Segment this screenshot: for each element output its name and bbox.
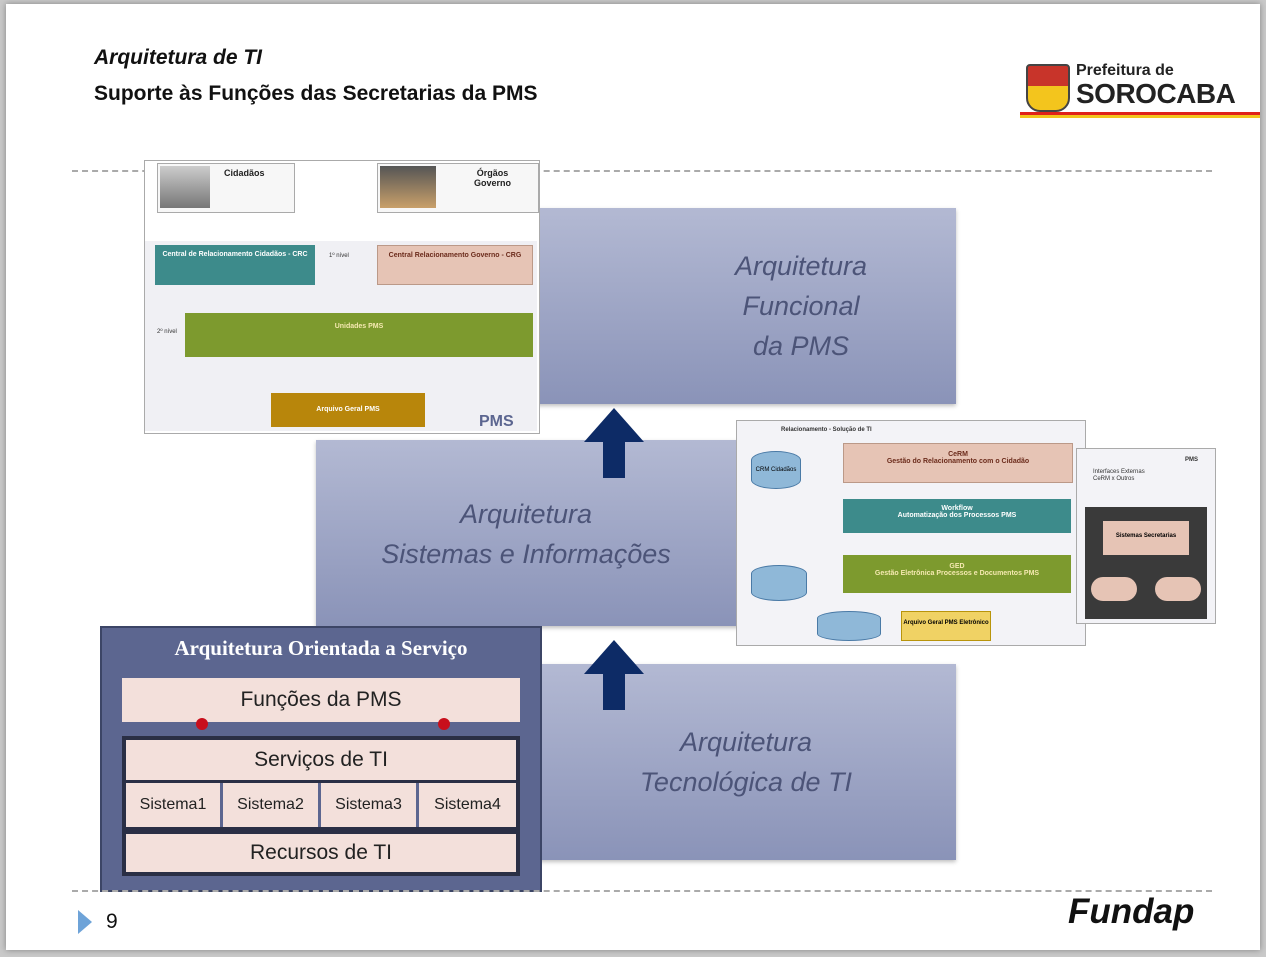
crest-icon [1026, 64, 1070, 112]
prefeitura-logo: Prefeitura de SOROCABA [1020, 60, 1260, 124]
orgaos-box: Órgãos Governo [377, 163, 539, 213]
ti-diagram-header: Relacionamento - Solução de TI [781, 427, 872, 433]
archive-database-icon [817, 611, 881, 641]
sistema-box: Sistema3 [321, 783, 419, 827]
page-marker-icon [78, 910, 92, 934]
orgaos-label-2: Governo [474, 178, 512, 188]
cidadaos-label: Cidadãos [224, 168, 265, 178]
band-tecnologica: Arquitetura Tecnológica de TI [536, 664, 956, 860]
workflow-box: Workflow Automatização dos Processos PMS [843, 499, 1071, 533]
sistema-box: Sistema4 [419, 783, 516, 827]
side-dark-box: Sistemas Secretarias [1085, 507, 1207, 619]
soa-block: Arquitetura Orientada a Serviço Funções … [100, 626, 542, 892]
process-database-icon [751, 565, 807, 601]
band-funcional-line1: Arquitetura [734, 251, 868, 281]
side-pms-badge: PMS [1185, 457, 1199, 463]
fundap-logo: Fundap [1068, 892, 1195, 931]
up-arrow-icon [584, 640, 644, 674]
band-sistemas-line2: Sistemas e Informações [381, 539, 671, 569]
ged-label: GED [949, 563, 965, 570]
crg-box: Central Relacionamento Governo - CRG [377, 245, 533, 285]
servicos-box: Serviços de TI [126, 740, 516, 780]
workflow-label: Workflow [941, 505, 973, 512]
sistema-box: Sistema1 [126, 783, 223, 827]
slide: Arquitetura de TI Suporte às Funções das… [6, 4, 1260, 950]
crc-box: Central de Relacionamento Cidadãos - CRC [155, 245, 315, 285]
people-photo-icon [160, 166, 210, 208]
pms-badge: PMS [479, 413, 514, 430]
arquivo-eletronico-box: Arquivo Geral PMS Eletrônico [901, 611, 991, 641]
sistemas-secretarias-box: Sistemas Secretarias [1103, 521, 1189, 555]
crm-label: CeRM [948, 451, 968, 458]
workflow-sublabel: Automatização dos Processos PMS [897, 512, 1017, 519]
sistema-box: Sistema2 [223, 783, 321, 827]
ged-sublabel: Gestão Eletrônica Processos e Documentos… [874, 570, 1040, 577]
logo-line2: SOROCABA [1076, 78, 1236, 109]
orgaos-label-1: Órgãos [476, 168, 509, 178]
cidadaos-box: Cidadãos [157, 163, 295, 213]
band-sistemas-line1: Arquitetura [459, 499, 593, 529]
nivel2-label: 2º nível [157, 329, 177, 335]
page-number: 9 [106, 910, 118, 933]
soa-title: Arquitetura Orientada a Serviço [174, 636, 468, 660]
band-funcional-line2: Funcional [742, 291, 860, 321]
ged-box: GED Gestão Eletrônica Processos e Docume… [843, 555, 1071, 593]
connector-dot [438, 718, 450, 730]
meeting-photo-icon [380, 166, 436, 208]
band-funcional-line3: da PMS [752, 331, 850, 361]
orgaos-label: Órgãos Governo [474, 168, 511, 188]
up-arrow-icon [584, 408, 644, 442]
side-pill-right [1155, 577, 1201, 601]
band-tecnologica-line1: Arquitetura [679, 727, 813, 757]
unidades-box: Unidades PMS [185, 313, 533, 357]
ti-diagram: Relacionamento - Solução de TI CRM Cidad… [736, 420, 1086, 646]
logo-stripe [1020, 112, 1260, 118]
band-tecnologica-line2: Tecnológica de TI [639, 767, 853, 797]
funcoes-box: Funções da PMS [122, 678, 520, 722]
nivel1-label: 1º nível [329, 253, 349, 259]
band-sistemas-text: Arquitetura Sistemas e Informações [346, 494, 706, 574]
crm-box: CeRM Gestão do Relacionamento com o Cida… [843, 443, 1073, 483]
divider-top [72, 170, 1212, 172]
crm-database-icon: CRM Cidadãos [751, 451, 801, 489]
recursos-box: Recursos de TI [126, 834, 516, 872]
slide-title: Arquitetura de TI [94, 46, 263, 69]
band-funcional-text: Arquitetura Funcional da PMS [646, 246, 956, 366]
crm-sublabel: Gestão do Relacionamento com o Cidadão [886, 458, 1030, 465]
arquivo-box: Arquivo Geral PMS [271, 393, 425, 427]
logo-line1: Prefeitura de [1076, 62, 1174, 79]
connector-dot [196, 718, 208, 730]
up-arrow-stem [603, 440, 625, 478]
side-interfaces-label: Interfaces Externas CeRM x Outros [1093, 469, 1145, 482]
ti-side-panel: PMS Interfaces Externas CeRM x Outros Si… [1076, 448, 1216, 624]
side-pill-left [1091, 577, 1137, 601]
up-arrow-stem [603, 672, 625, 710]
band-tecnologica-text: Arquitetura Tecnológica de TI [596, 722, 896, 802]
slide-subtitle: Suporte às Funções das Secretarias da PM… [94, 82, 538, 105]
pms-diagram: Cidadãos Órgãos Governo Central de Relac… [144, 160, 540, 434]
divider-bottom [72, 890, 1212, 892]
